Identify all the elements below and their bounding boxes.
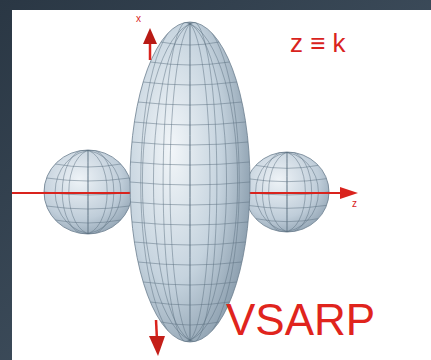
- axis-arrowhead: [149, 336, 165, 356]
- axis-arrowhead: [340, 187, 358, 199]
- axis-label: x: [136, 14, 141, 24]
- main-lobe: [130, 22, 250, 342]
- slide-panel: [12, 10, 431, 360]
- axis-label: z: [352, 199, 357, 209]
- title-label: VSARP: [226, 298, 375, 342]
- axis-equivalence: z ≡ k: [290, 30, 346, 56]
- axis-arrowhead: [143, 28, 157, 44]
